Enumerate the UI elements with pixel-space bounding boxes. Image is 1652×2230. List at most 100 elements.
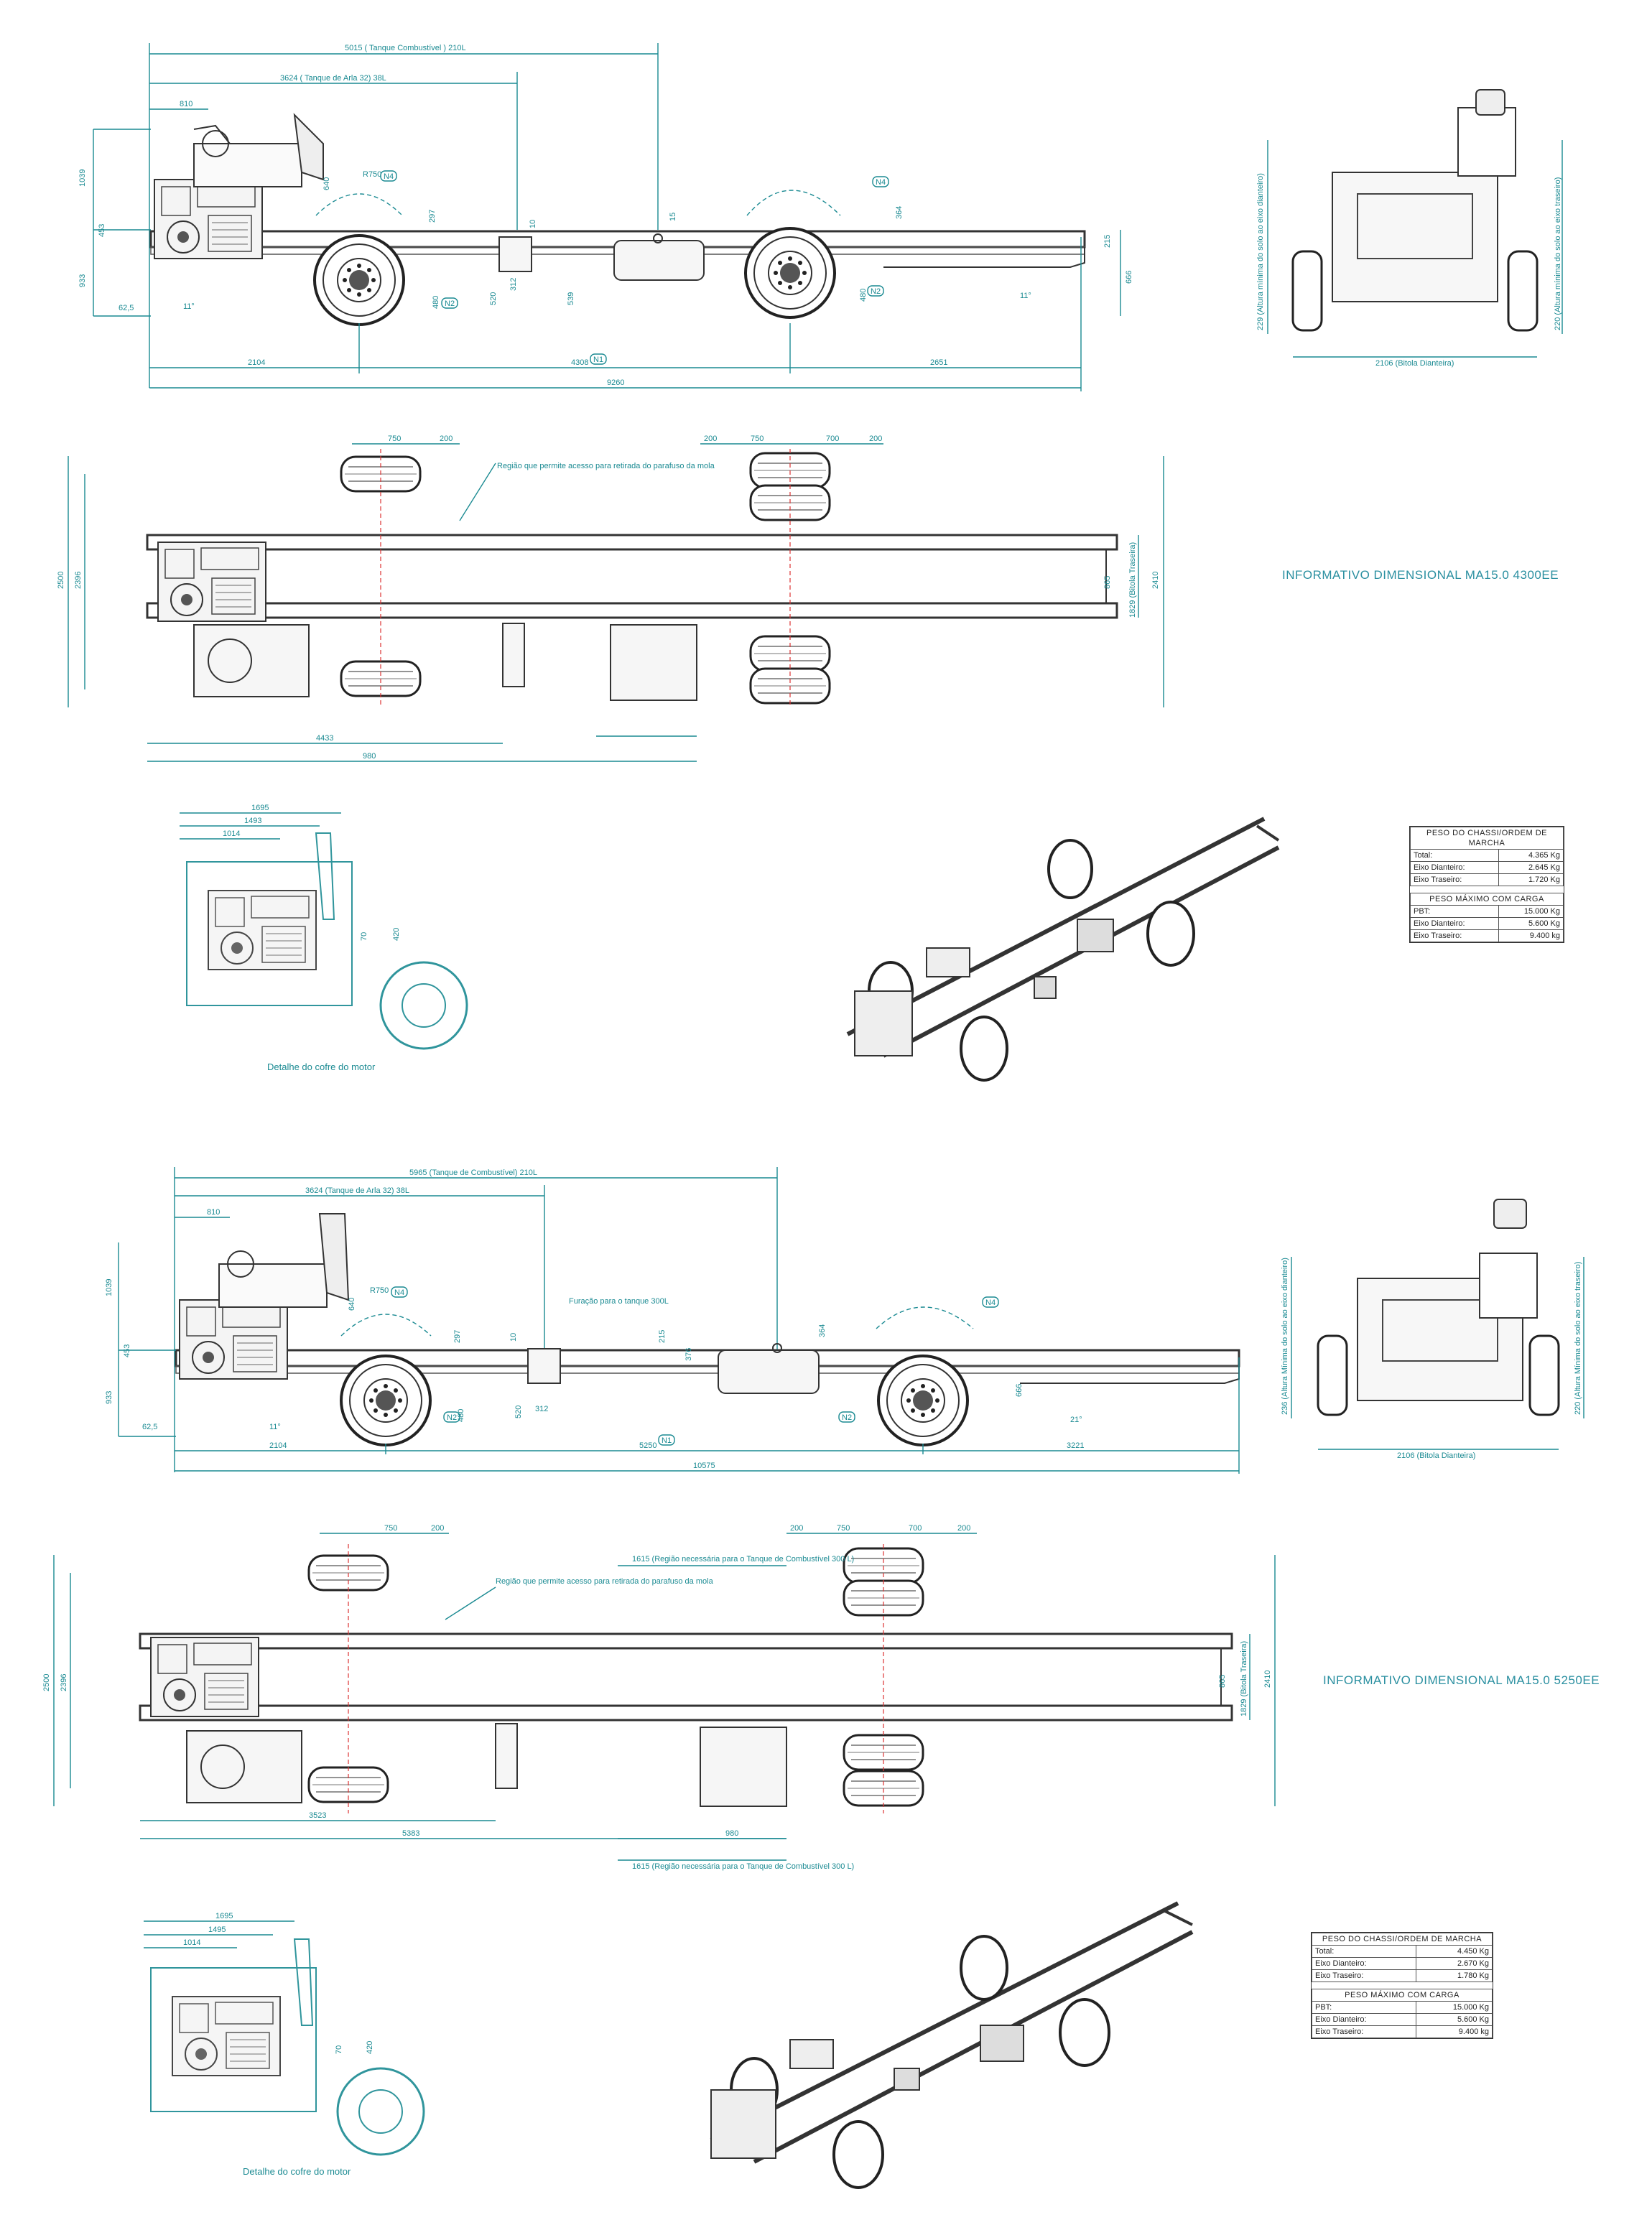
top2-dim-980: 980: [725, 1829, 738, 1838]
svg-text:N4: N4: [394, 1288, 404, 1297]
weight-label: Eixo Traseiro:: [1410, 929, 1499, 942]
top-dim-750: 750: [388, 435, 401, 443]
note-markers-2: N4 N4 N2 N2 N1: [391, 1286, 999, 1446]
weight-value: 2.645 Kg: [1498, 861, 1564, 874]
dim-9260: 9260: [607, 378, 624, 387]
dim-312: 312: [509, 278, 518, 291]
eng-dim-70: 70: [360, 932, 368, 941]
weight-value: 2.670 Kg: [1415, 1957, 1493, 1970]
dim-520: 520: [489, 292, 498, 305]
weight-label: PBT:: [1410, 905, 1499, 918]
engine-caption-4300: Detalhe do cofre do motor: [267, 1061, 376, 1072]
weight-label: Eixo Dianteiro:: [1312, 2013, 1416, 2026]
dim2-1039: 1039: [105, 1279, 113, 1296]
weight-value: 4.365 Kg: [1498, 849, 1564, 862]
svg-text:N4: N4: [876, 178, 886, 187]
top2-dim-2410: 2410: [1263, 1671, 1272, 1688]
svg-text:N2: N2: [447, 1413, 457, 1422]
dim-angle-front: 11°: [183, 302, 195, 311]
fuel-tank-dim-2: 5965 (Tanque de Combustível) 210L: [409, 1169, 537, 1177]
top-dim-200: 200: [440, 435, 453, 443]
top2-dim-200b: 200: [790, 1524, 803, 1533]
eng2-dim-420: 420: [366, 2041, 374, 2054]
dim2-640: 640: [348, 1298, 356, 1311]
rear-view-5250: 236 (Altura Mínima do solo ao eixo diant…: [1281, 1199, 1584, 1460]
top-dim-2410: 2410: [1151, 572, 1160, 589]
engine-detail-4300: 1695 1493 1014 70 420 Detalhe do cofre d…: [180, 804, 468, 1072]
weight-value: 9.400 kg: [1498, 929, 1564, 942]
dim2-933: 933: [105, 1391, 113, 1404]
weight-label: Eixo Dianteiro:: [1410, 917, 1499, 930]
eng2-dim-70: 70: [335, 2045, 343, 2054]
dim2-480: 480: [457, 1409, 465, 1422]
urea-tank-dim: 3624 ( Tanque de Arla 32) 38L: [280, 74, 386, 83]
svg-text:N2: N2: [445, 299, 455, 308]
rear-track-2: 1829 (Bitola Traseira): [1240, 1641, 1248, 1716]
dim2-376: 376: [685, 1348, 693, 1361]
weight-value: 9.400 kg: [1415, 2025, 1493, 2038]
weight-header-chassis-2: PESO DO CHASSI/ORDEM DE MARCHA: [1312, 1933, 1493, 1946]
dim2-r750: R750: [370, 1286, 389, 1295]
engine-detail-5250: 1695 1495 1014 70 420 Detalhe do cofre d…: [144, 1912, 425, 2177]
eng-dim-1493: 1493: [244, 817, 261, 825]
weight-value: 5.600 Kg: [1498, 917, 1564, 930]
svg-text:N2: N2: [871, 287, 881, 296]
dim2-10575: 10575: [693, 1462, 715, 1470]
weight-header-max: PESO MÁXIMO COM CARGA: [1410, 893, 1564, 906]
dim2-2104: 2104: [269, 1441, 287, 1450]
weight-label: Eixo Traseiro:: [1410, 873, 1499, 886]
urea-tank-dim-2: 3624 (Tanque de Arla 32) 38L: [305, 1186, 409, 1195]
eng-dim-1014: 1014: [223, 830, 240, 838]
dim2-666: 666: [1015, 1384, 1024, 1397]
weight-label: Eixo Dianteiro:: [1410, 861, 1499, 874]
weight-header-chassis: PESO DO CHASSI/ORDEM DE MARCHA: [1410, 827, 1564, 850]
dim-1039: 1039: [78, 169, 87, 187]
weight-label: PBT:: [1312, 2001, 1416, 2014]
top-dim-2500: 2500: [57, 572, 65, 589]
eng-dim-420: 420: [392, 928, 401, 941]
dim2-810: 810: [207, 1208, 220, 1217]
dim2-364: 364: [818, 1324, 827, 1337]
top-dim-4433: 980: [363, 752, 376, 761]
isometric-chassis-4300: [846, 817, 1280, 1082]
weight-value: 5.600 Kg: [1415, 2013, 1493, 2026]
dim-666: 666: [1125, 271, 1133, 284]
dim2-520: 520: [514, 1406, 523, 1418]
dim-297: 297: [428, 210, 437, 223]
title-5250: INFORMATIVO DIMENSIONAL MA15.0 5250EE: [1323, 1673, 1600, 1687]
eng2-dim-1495: 1495: [208, 1925, 226, 1934]
weight-label: Eixo Traseiro:: [1312, 2025, 1416, 2038]
top-view-4300: 750 200 200 750 700 200 2500 2396 865 18…: [57, 435, 1164, 762]
eng-dim-1695: 1695: [251, 804, 269, 812]
note-markers: N4 N4 N2 N2 N1: [380, 170, 889, 365]
rear-view-4300: 229 (Altura mínima do solo ao eixo diant…: [1256, 89, 1563, 368]
dim-933: 933: [78, 274, 87, 287]
svg-text:N1: N1: [593, 356, 603, 364]
svg-text:N1: N1: [662, 1436, 672, 1445]
dim-4308: 4308: [571, 358, 588, 367]
weight-header-max-2: PESO MÁXIMO COM CARGA: [1312, 1989, 1493, 2002]
access-note: Região que permite acesso para retirada …: [497, 462, 715, 470]
weight-value: 1.780 Kg: [1415, 1969, 1493, 1982]
top-dim-865: 865: [1103, 576, 1112, 589]
top2-dim-2396: 2396: [60, 1674, 68, 1691]
dim-2104: 2104: [248, 358, 265, 367]
dim-2651: 2651: [930, 358, 947, 367]
eng2-dim-1014: 1014: [183, 1938, 200, 1947]
dim-480-rear: 480: [859, 289, 868, 302]
weight-label: Eixo Dianteiro:: [1312, 1957, 1416, 1970]
weight-value: 15.000 Kg: [1415, 2001, 1493, 2014]
rear-ground-rear: 220 (Altura mínima do solo ao eixo trase…: [1554, 177, 1562, 330]
drilling-note: Furação para o tanque 300L: [569, 1297, 669, 1306]
rear-track: 1829 (Bitola Traseira): [1128, 542, 1137, 618]
dim2-10: 10: [509, 1333, 518, 1342]
weight-label: Eixo Traseiro:: [1312, 1969, 1416, 1982]
dim2-453: 453: [123, 1344, 131, 1357]
dim2-3221: 3221: [1067, 1441, 1084, 1450]
access-note-2: Região que permite acesso para retirada …: [496, 1577, 714, 1586]
dim2-312: 312: [535, 1405, 548, 1413]
dim-539: 539: [567, 292, 575, 305]
dim-r750-front: R750: [363, 170, 381, 179]
top2-dim-200: 200: [431, 1524, 444, 1533]
